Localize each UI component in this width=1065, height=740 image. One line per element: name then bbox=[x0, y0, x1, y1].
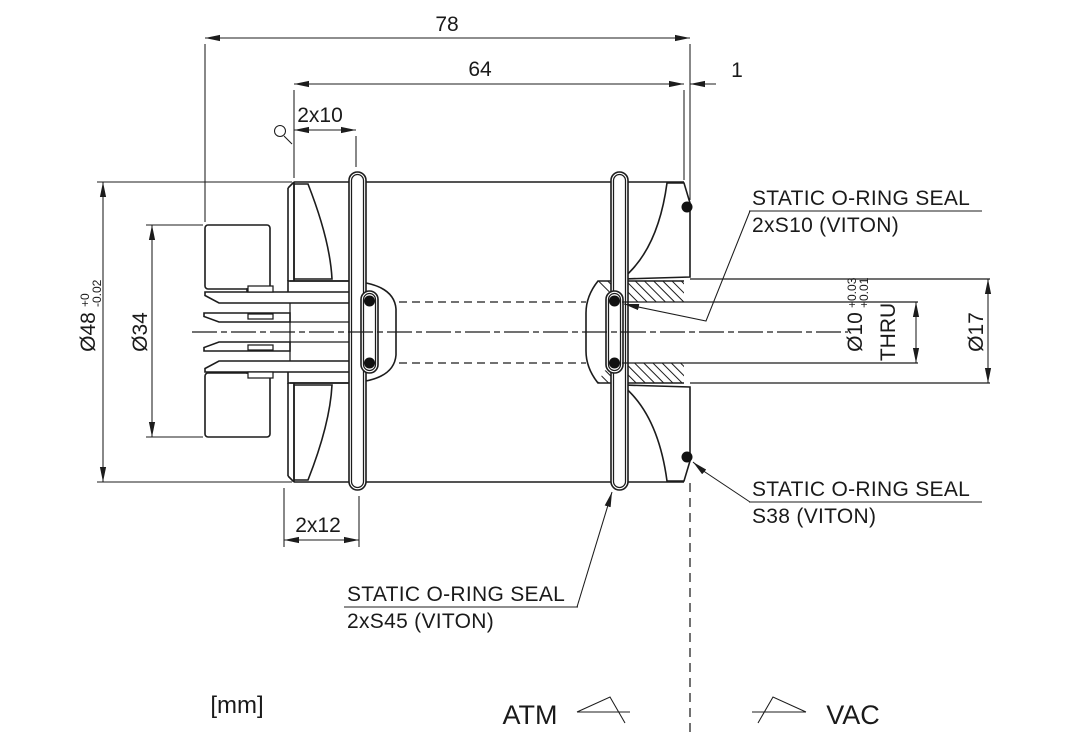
dim-d48: Ø48 +0 -0.02 bbox=[77, 279, 104, 352]
s38-seal-dot-bottom bbox=[681, 451, 693, 463]
dim-d34: Ø34 bbox=[129, 312, 152, 352]
seal-s10-label-line1: STATIC O-RING SEAL bbox=[752, 187, 970, 210]
svg-text:Ø10: Ø10 bbox=[844, 312, 867, 352]
svg-text:Ø34: Ø34 bbox=[129, 312, 152, 352]
dimension-lines bbox=[97, 34, 992, 724]
svg-text:THRU: THRU bbox=[877, 303, 900, 361]
dim-d10-thru: THRU bbox=[877, 303, 900, 361]
seal-leaders bbox=[344, 210, 982, 608]
svg-text:Ø17: Ø17 bbox=[965, 312, 988, 352]
dim-groove-top: 2x10 bbox=[297, 104, 343, 127]
seal-s38-label-line2: S38 (VITON) bbox=[752, 505, 876, 528]
seal-s45-label-line2: 2xS45 (VITON) bbox=[347, 610, 494, 633]
seal-s45-label-line1: STATIC O-RING SEAL bbox=[347, 583, 565, 606]
s10-seal-dot bbox=[364, 295, 375, 307]
svg-text:+0.01: +0.01 bbox=[857, 277, 871, 308]
datum-balloon bbox=[273, 124, 287, 138]
seal-label-text: STATIC O-RING SEAL 2xS10 (VITON) STATIC … bbox=[347, 187, 970, 633]
s10-seal-dot bbox=[609, 295, 620, 307]
sleeve-wall-wedge-top bbox=[293, 183, 333, 280]
s10-seal-dot bbox=[609, 357, 620, 369]
dim-d10: Ø10 +0.03 +0.01 bbox=[844, 277, 871, 352]
vac-flow-symbol bbox=[752, 696, 807, 724]
s38-seal-dot-top bbox=[681, 201, 693, 213]
clamp-block-bottom bbox=[204, 372, 271, 438]
atm-flow-symbol bbox=[576, 696, 630, 724]
atm-side-label: ATM bbox=[503, 700, 558, 730]
svg-text:+0: +0 bbox=[78, 293, 92, 307]
vac-side-label: VAC bbox=[826, 700, 880, 730]
svg-text:-0.02: -0.02 bbox=[90, 279, 104, 307]
units-note: [mm] bbox=[210, 692, 263, 719]
flange-web-top bbox=[619, 182, 691, 280]
flange-web-bottom bbox=[619, 384, 691, 482]
dimension-text: 78 64 1 2x10 2x12 Ø48 +0 -0.02 Ø34 Ø10 +… bbox=[77, 13, 988, 537]
seal-s38-label-line1: STATIC O-RING SEAL bbox=[752, 478, 970, 501]
dim-overall-length: 78 bbox=[435, 13, 458, 36]
body-section bbox=[192, 171, 990, 735]
dim-sleeve-length: 64 bbox=[468, 58, 492, 81]
dim-d17: Ø17 bbox=[965, 312, 988, 352]
seal-s10-label-line2: 2xS10 (VITON) bbox=[752, 214, 899, 237]
construction-lines bbox=[192, 301, 848, 735]
sleeve-wall-wedge-bottom bbox=[293, 384, 333, 481]
clamp-block-top bbox=[204, 224, 271, 290]
s10-seal-dot bbox=[364, 357, 375, 369]
svg-text:Ø48: Ø48 bbox=[77, 312, 100, 352]
dim-flange-offset: 1 bbox=[731, 59, 743, 82]
dim-groove-bottom: 2x12 bbox=[295, 514, 341, 537]
boss-and-bore bbox=[622, 278, 990, 384]
svg-text:+0.03: +0.03 bbox=[845, 277, 859, 308]
